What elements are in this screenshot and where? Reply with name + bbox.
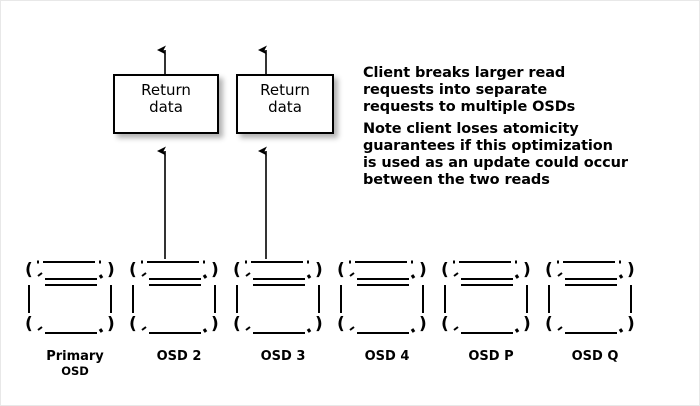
disk-osd-3-label-text: OSD 3 xyxy=(260,349,306,364)
disk-osd-4[interactable]: () () xyxy=(335,259,439,341)
svg-text:): ) xyxy=(419,260,427,280)
svg-text:): ) xyxy=(523,260,531,280)
svg-text:(: ( xyxy=(129,260,137,280)
note-client-breaks-requests: Client breaks larger read requests into … xyxy=(363,65,576,115)
disk-osd-2-glyph: () () xyxy=(129,260,219,334)
svg-text:(: ( xyxy=(441,260,449,280)
return-data-box-1-label: Return data xyxy=(141,81,191,116)
disk-osd-4-label: OSD 4 xyxy=(335,349,439,364)
note-atomicity-warning: Note client loses atomicity guarantees i… xyxy=(363,121,628,188)
disk-osd-3-glyph: () () xyxy=(233,260,323,334)
svg-text:): ) xyxy=(315,314,323,334)
disk-primary-osd-sublabel-text: OSD xyxy=(61,364,89,378)
disk-osd-3-label: OSD 3 xyxy=(231,349,335,364)
svg-text:): ) xyxy=(523,314,531,334)
disk-osd-2[interactable]: () () xyxy=(127,259,231,341)
disk-osd-p[interactable]: () () xyxy=(439,259,543,341)
disk-osd-q-label: OSD Q xyxy=(543,349,647,364)
disk-osd-p-label: OSD P xyxy=(439,349,543,364)
svg-text:): ) xyxy=(107,260,115,280)
svg-text:(: ( xyxy=(25,260,33,280)
disk-primary-osd[interactable]: () () xyxy=(23,259,127,341)
disk-osd-p-glyph: () () xyxy=(441,260,531,334)
disk-osd-2-label-text: OSD 2 xyxy=(156,349,202,364)
disk-osd-q[interactable]: () () xyxy=(543,259,647,341)
svg-text:): ) xyxy=(315,260,323,280)
return-data-box-1[interactable]: Return data xyxy=(113,74,219,134)
svg-text:): ) xyxy=(627,314,635,334)
svg-text:(: ( xyxy=(25,314,33,334)
disk-osd-3[interactable]: () () xyxy=(231,259,335,341)
disk-osd-4-label-text: OSD 4 xyxy=(364,349,410,364)
return-data-box-2[interactable]: Return data xyxy=(236,74,334,134)
svg-text:(: ( xyxy=(129,314,137,334)
svg-text:): ) xyxy=(107,314,115,334)
svg-text:): ) xyxy=(211,314,219,334)
disk-primary-osd-glyph: () () xyxy=(25,260,115,334)
disk-osd-q-label-text: OSD Q xyxy=(571,349,619,364)
svg-text:(: ( xyxy=(545,260,553,280)
disk-primary-osd-label-text: Primary xyxy=(46,349,104,364)
svg-text:(: ( xyxy=(441,314,449,334)
disk-osd-q-glyph: () () xyxy=(545,260,635,334)
svg-text:(: ( xyxy=(233,260,241,280)
svg-text:(: ( xyxy=(337,314,345,334)
disk-osd-4-glyph: () () xyxy=(337,260,427,334)
svg-text:): ) xyxy=(419,314,427,334)
disk-osd-p-label-text: OSD P xyxy=(468,349,514,364)
svg-text:): ) xyxy=(211,260,219,280)
svg-text:(: ( xyxy=(337,260,345,280)
disk-osd-2-label: OSD 2 xyxy=(127,349,231,364)
svg-text:(: ( xyxy=(233,314,241,334)
svg-text:(: ( xyxy=(545,314,553,334)
return-data-box-2-label: Return data xyxy=(260,81,310,116)
svg-text:): ) xyxy=(627,260,635,280)
